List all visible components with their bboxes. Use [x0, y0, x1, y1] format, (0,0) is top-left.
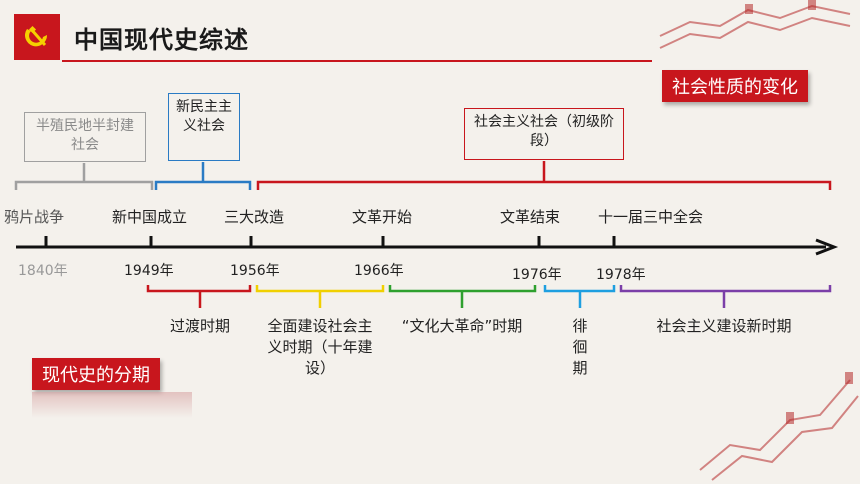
bracket-socialism: [256, 161, 832, 190]
tag-reflection: [32, 392, 192, 418]
period-new-era: 社会主义建设新时期: [656, 317, 792, 335]
hammer-sickle-icon: [25, 25, 48, 47]
bracket-ten-years: [255, 285, 385, 308]
event-prc-founding: 新中国成立: [112, 208, 188, 226]
year-1956: 1956年: [230, 263, 280, 279]
nature-change-tag: 社会性质的变化: [662, 70, 808, 102]
event-three-transformations: 三大改造: [224, 208, 285, 226]
period-cultural-revolution: “文化大革命”时期: [401, 317, 523, 335]
bracket-wandering: [543, 285, 616, 308]
period-wandering: 徘徊期: [572, 317, 588, 377]
society-box-socialism: 社会主义社会（初级阶段）: [464, 108, 624, 160]
event-opium-war: 鸦片战争: [4, 208, 65, 226]
party-logo: [14, 14, 60, 60]
periodization-tag: 现代史的分期: [32, 358, 160, 390]
year-1840: 1840年: [18, 263, 68, 279]
period-transition: 过渡时期: [169, 317, 230, 335]
event-cr-start: 文革开始: [352, 208, 413, 226]
page-title: 中国现代史综述: [74, 26, 249, 54]
event-third-plenum: 十一届三中全会: [598, 208, 704, 226]
society-box-semicolonial: 半殖民地半封建社会: [24, 112, 146, 162]
bracket-new-era: [619, 285, 832, 308]
timeline-arrow: [815, 238, 839, 256]
period-ten-years: 全面建设社会主义时期（十年建设）: [267, 317, 373, 377]
year-1978: 1978年: [596, 267, 646, 283]
bracket-semicolonial: [14, 163, 154, 190]
event-cr-end: 文革结束: [500, 208, 561, 226]
bracket-transition: [146, 285, 252, 308]
year-1949: 1949年: [124, 263, 174, 279]
year-1976: 1976年: [512, 267, 562, 283]
title-underline: [62, 60, 652, 62]
society-box-new-democracy: 新民主主义社会: [168, 93, 240, 161]
bracket-new-democracy: [154, 162, 252, 190]
year-1966: 1966年: [354, 263, 404, 279]
bracket-cultural-revolution: [388, 285, 537, 308]
